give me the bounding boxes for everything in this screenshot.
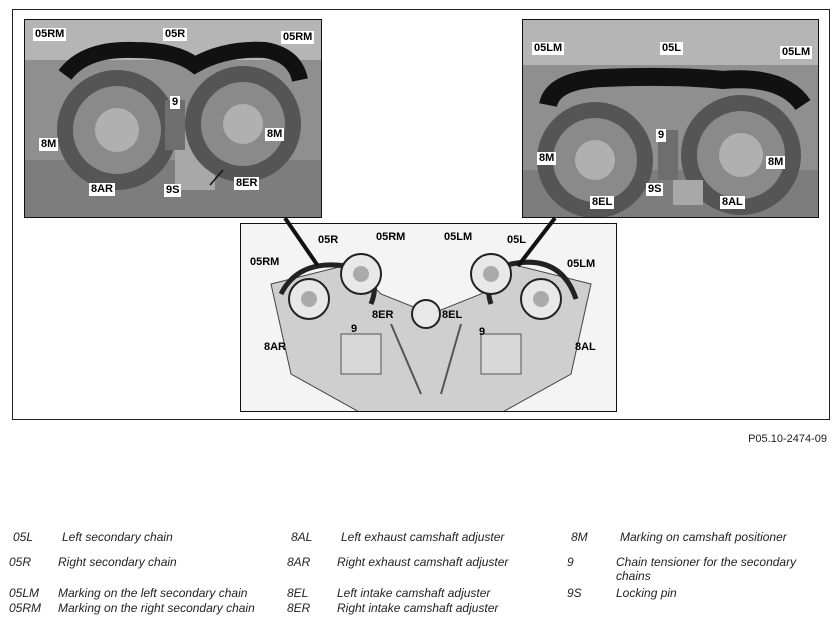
callout-05r: 05R	[163, 28, 188, 41]
callout-8el: 8EL	[590, 196, 615, 209]
photo-right-bank-closeup	[24, 19, 322, 218]
callout-05lm: 05LM	[532, 42, 565, 55]
legend-text: Right secondary chain	[58, 555, 177, 569]
callout-8ar: 8AR	[264, 341, 287, 353]
callout-8m: 8M	[39, 138, 59, 151]
legend-text: Marking on the right secondary chain	[58, 601, 255, 615]
connector-lines	[283, 216, 557, 268]
legend-code: 05R	[9, 555, 32, 569]
legend-text: Marking on the left secondary chain	[58, 586, 248, 600]
callout-05lm: 05LM	[780, 46, 813, 59]
callout-8al: 8AL	[720, 196, 745, 209]
legend-code: 9S	[567, 586, 582, 600]
callout-9s: 9S	[646, 183, 664, 196]
callout-05r: 05R	[318, 234, 339, 246]
legend-code: 05L	[13, 530, 34, 544]
legend-text: Right intake camshaft adjuster	[337, 601, 499, 615]
callout-9: 9	[351, 323, 358, 335]
callout-8m: 8M	[265, 128, 285, 141]
callout-8el: 8EL	[442, 309, 463, 321]
callout-9: 9	[656, 129, 667, 142]
legend-text: Locking pin	[616, 586, 677, 600]
legend-text: Left intake camshaft adjuster	[337, 586, 491, 600]
callout-05lm: 05LM	[567, 258, 596, 270]
legend-text: Chain tensioner for the secondary chains	[616, 555, 797, 583]
legend-code: 8AL	[291, 530, 313, 544]
callout-05lm: 05LM	[444, 231, 473, 243]
callout-9s: 9S	[164, 184, 182, 197]
legend-code: 8EL	[287, 586, 309, 600]
photo-engine-front-overview	[240, 223, 617, 412]
legend-code: 8ER	[287, 601, 311, 615]
legend-text: Left exhaust camshaft adjuster	[341, 530, 505, 544]
figure-reference: P05.10-2474-09	[748, 433, 827, 445]
callout-8er: 8ER	[372, 309, 394, 321]
legend-text: Marking on camshaft positioner	[620, 530, 787, 544]
callout-05rm: 05RM	[33, 28, 67, 41]
legend-code: 05LM	[9, 586, 40, 600]
callout-05rm: 05RM	[250, 256, 280, 268]
callout-9: 9	[479, 326, 486, 338]
callout-8m: 8M	[537, 152, 557, 165]
legend-text: Left secondary chain	[62, 530, 173, 544]
legend-code: 9	[567, 555, 574, 569]
callout-05rm: 05RM	[281, 31, 315, 44]
callout-8ar: 8AR	[89, 183, 116, 196]
legend: 05L Left secondary chain 05R Right secon…	[0, 528, 840, 622]
callout-05rm: 05RM	[376, 231, 406, 243]
callout-05l: 05L	[507, 234, 526, 246]
callout-8m: 8M	[766, 156, 786, 169]
callout-8al: 8AL	[575, 341, 596, 353]
callout-9: 9	[170, 96, 181, 109]
callout-05l: 05L	[660, 42, 683, 55]
callout-8er: 8ER	[234, 177, 260, 190]
legend-text: Right exhaust camshaft adjuster	[337, 555, 509, 569]
legend-code: 05RM	[9, 601, 42, 615]
legend-code: 8M	[571, 530, 588, 544]
legend-code: 8AR	[287, 555, 311, 569]
